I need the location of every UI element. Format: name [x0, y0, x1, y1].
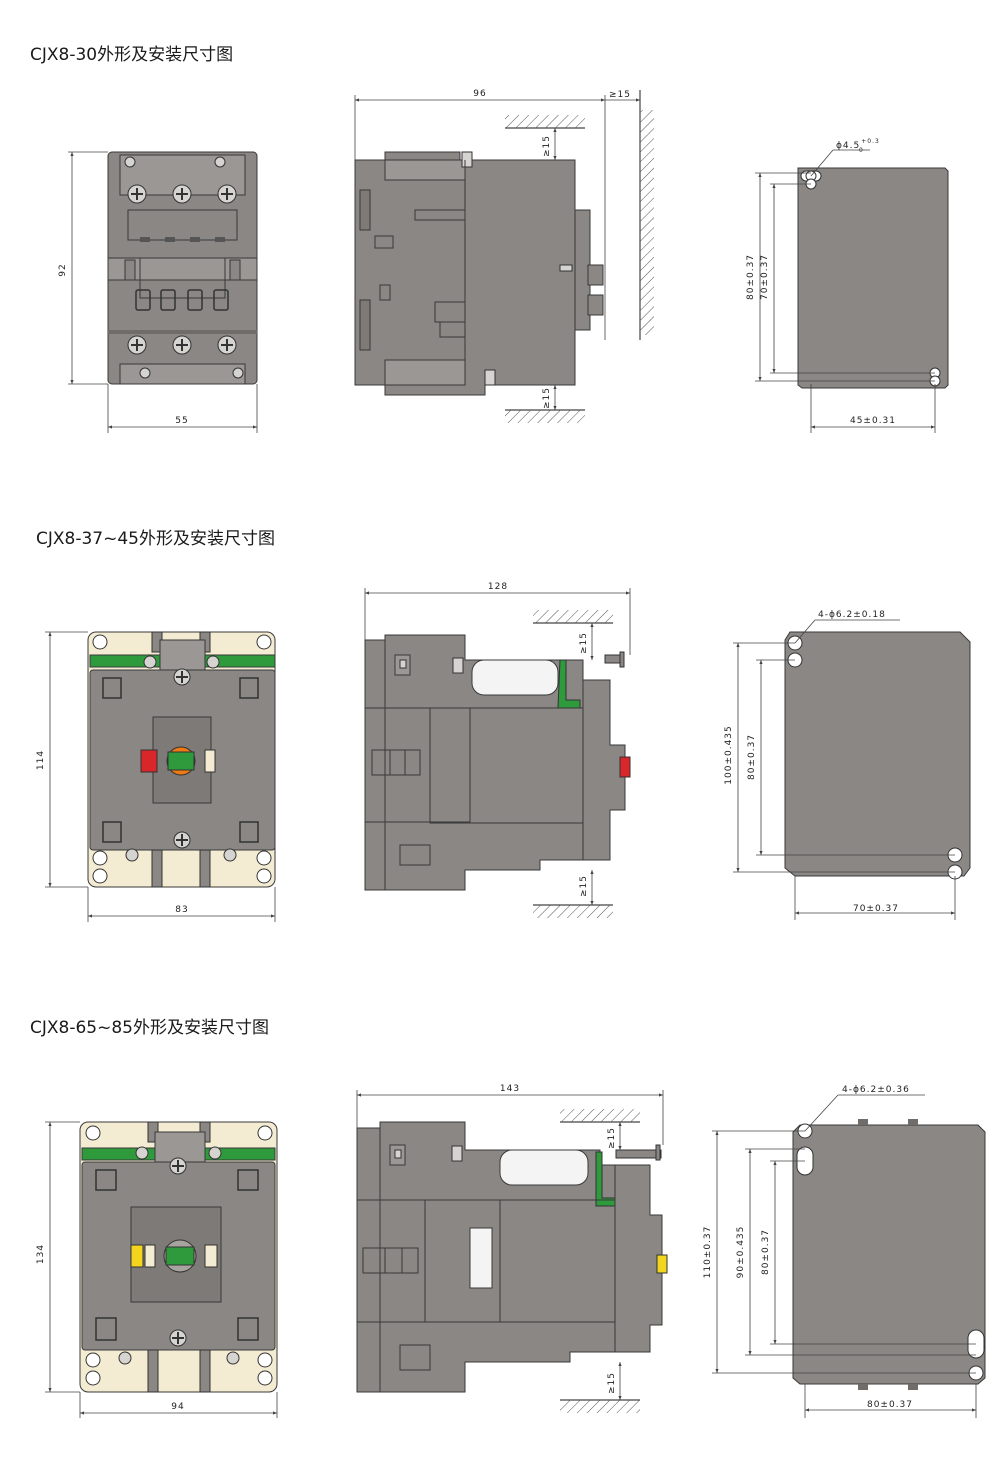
front-dimensions-cjx8-37-45: [45, 631, 276, 922]
front-dimensions-cjx8-30: [68, 151, 258, 433]
front-width-label-cjx8-37-45: 83: [175, 905, 188, 915]
clearance-right-label-cjx8-30: ≥15: [609, 90, 631, 100]
section-title-cjx8-65-85: CJX8-65~85外形及安装尺寸图: [30, 1018, 269, 1038]
front-height-label-cjx8-30: 92: [58, 263, 68, 276]
mount-h-label-cjx8-37-45: 70±0.37: [853, 904, 899, 914]
side-view-cjx8-37-45: [364, 634, 631, 891]
section-title-cjx8-37-45: CJX8-37~45外形及安装尺寸图: [36, 529, 275, 549]
mounting-plate-cjx8-65-85: [792, 1119, 986, 1390]
front-dimensions-cjx8-65-85: [45, 1121, 278, 1418]
side-dimensions-cjx8-37-45: [364, 588, 631, 918]
hole-tol-upper: +0.3: [861, 138, 880, 145]
clearance-top-label-cjx8-37-45: ≥15: [579, 632, 589, 654]
front-height-label-cjx8-37-45: 114: [36, 750, 46, 770]
mount-v-inner-label-cjx8-37-45: 80±0.37: [747, 734, 757, 780]
front-height-label-cjx8-65-85: 134: [36, 1244, 46, 1264]
mounting-plate-cjx8-37-45: [784, 631, 971, 880]
mount-h-label-cjx8-30: 45±0.31: [850, 416, 896, 426]
front-view-cjx8-30: [107, 151, 258, 385]
clearance-bottom-label-cjx8-30: ≥15: [542, 387, 552, 409]
mounting-dimensions-cjx8-37-45: [733, 619, 956, 920]
hole-tol-lower-cjx8-30: 0: [859, 147, 864, 154]
front-view-cjx8-37-45: [87, 631, 276, 888]
side-view-cjx8-30: [354, 151, 604, 396]
mount-h-label-cjx8-65-85: 80±0.37: [867, 1400, 913, 1410]
front-width-label-cjx8-30: 55: [175, 416, 188, 426]
mount-v-outer-label-cjx8-65-85: 110±0.37: [703, 1226, 713, 1279]
mount-v-inner-label-cjx8-30: 70±0.37: [760, 254, 770, 300]
mounting-plate-cjx8-30: [797, 167, 949, 389]
mount-v-outer-label-cjx8-30: 80±0.37: [746, 254, 756, 300]
side-dimensions-cjx8-30: [354, 90, 654, 423]
hole-spec: ϕ4.5: [836, 141, 860, 151]
clearance-top-label-cjx8-65-85: ≥15: [607, 1127, 617, 1149]
mount-v-inner-label-cjx8-65-85: 80±0.37: [761, 1229, 771, 1275]
side-dimensions-cjx8-65-85: [356, 1090, 664, 1413]
hole-spec-label-cjx8-37-45: 4-ϕ6.2±0.18: [818, 610, 886, 620]
mounting-dimensions-cjx8-30: [755, 149, 936, 433]
clearance-top-label-cjx8-30: ≥15: [542, 135, 552, 157]
side-depth-label-cjx8-65-85: 143: [500, 1084, 520, 1094]
clearance-bottom-label-cjx8-65-85: ≥15: [607, 1372, 617, 1394]
side-depth-label-cjx8-30: 96: [473, 89, 486, 99]
hole-spec-label-cjx8-30: ϕ4.5+0.3: [836, 138, 880, 151]
front-view-cjx8-65-85: [79, 1121, 278, 1393]
clearance-bottom-label-cjx8-37-45: ≥15: [579, 875, 589, 897]
mount-v-mid-label-cjx8-65-85: 90±0.435: [736, 1226, 746, 1279]
mount-v-outer-label-cjx8-37-45: 100±0.435: [724, 725, 734, 784]
mounting-dimensions-cjx8-65-85: [712, 1094, 977, 1418]
front-width-label-cjx8-65-85: 94: [171, 1402, 184, 1412]
side-view-cjx8-65-85: [356, 1121, 668, 1393]
side-depth-label-cjx8-37-45: 128: [488, 582, 508, 592]
section-title-cjx8-30: CJX8-30外形及安装尺寸图: [30, 45, 234, 65]
hole-spec-label-cjx8-65-85: 4-ϕ6.2±0.36: [842, 1085, 910, 1095]
